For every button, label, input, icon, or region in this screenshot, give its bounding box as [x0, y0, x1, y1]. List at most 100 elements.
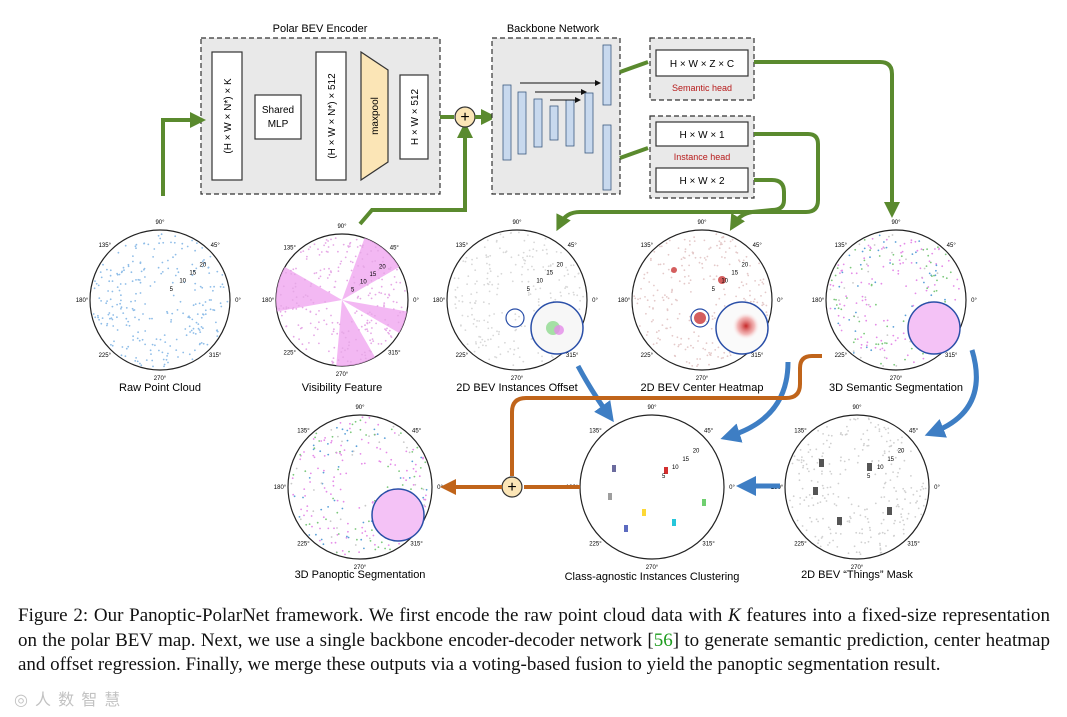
point	[308, 534, 311, 536]
point	[808, 494, 811, 496]
angle-label: 45°	[412, 428, 422, 434]
point	[153, 281, 156, 283]
point	[527, 280, 530, 283]
point	[921, 485, 923, 488]
point	[857, 505, 860, 508]
point	[324, 242, 327, 244]
point	[526, 255, 529, 258]
point	[668, 239, 671, 242]
point	[894, 519, 896, 522]
point	[813, 468, 816, 471]
point	[495, 241, 498, 243]
point	[899, 262, 902, 265]
semantic-head-to-seg-arrow	[754, 60, 900, 218]
point	[653, 284, 655, 287]
point	[323, 268, 326, 270]
point	[389, 266, 392, 269]
point	[840, 281, 843, 284]
instance-cluster	[672, 519, 676, 526]
point	[363, 266, 365, 269]
point	[685, 361, 688, 363]
point	[929, 261, 932, 264]
point	[303, 514, 305, 517]
point	[817, 539, 820, 542]
point	[874, 426, 877, 428]
point	[945, 277, 948, 280]
point	[413, 475, 416, 478]
point	[863, 442, 865, 445]
point	[880, 282, 883, 285]
point	[874, 473, 877, 476]
point	[891, 234, 894, 236]
point	[807, 451, 810, 453]
point	[688, 254, 691, 257]
point	[163, 365, 165, 368]
point	[100, 300, 102, 302]
point	[829, 442, 832, 445]
point	[373, 428, 376, 431]
point	[731, 238, 734, 241]
point	[320, 440, 323, 442]
point	[892, 269, 894, 272]
point	[860, 541, 863, 544]
point	[874, 281, 877, 284]
point	[387, 296, 389, 299]
caption-citation-link[interactable]: 56	[653, 629, 673, 651]
point	[542, 266, 545, 268]
point	[914, 292, 917, 295]
point	[839, 272, 841, 274]
point	[346, 429, 349, 432]
point	[489, 270, 492, 273]
point	[386, 486, 389, 488]
point	[709, 275, 712, 277]
point	[745, 283, 748, 285]
point	[864, 515, 867, 518]
point	[497, 346, 500, 348]
point	[298, 338, 300, 341]
point	[330, 440, 333, 442]
point	[796, 458, 799, 461]
point	[901, 250, 904, 253]
point	[846, 297, 848, 299]
point	[125, 347, 128, 350]
point	[299, 453, 302, 456]
point	[880, 551, 883, 554]
point	[475, 342, 477, 345]
point	[132, 309, 135, 312]
point	[378, 460, 381, 462]
point	[560, 295, 562, 297]
point	[848, 458, 850, 461]
point	[882, 486, 885, 489]
angle-label: 45°	[390, 246, 400, 252]
point	[878, 255, 881, 257]
point	[877, 424, 880, 426]
point	[383, 305, 385, 308]
point	[933, 290, 936, 293]
point	[578, 286, 581, 289]
point	[341, 440, 343, 443]
point	[661, 296, 664, 299]
thing-blob	[813, 487, 818, 495]
point	[300, 508, 302, 511]
point	[145, 359, 148, 361]
point	[662, 263, 665, 265]
point	[866, 429, 869, 432]
angle-label: 315°	[702, 542, 715, 548]
point	[424, 505, 427, 508]
point	[853, 545, 856, 548]
point	[162, 241, 165, 244]
point	[848, 254, 851, 257]
point	[308, 342, 310, 344]
instance-head-to-offset-arrow	[556, 132, 820, 232]
ring-label: 20	[741, 263, 748, 269]
point	[368, 321, 371, 324]
point	[384, 547, 386, 550]
point	[106, 268, 108, 271]
point	[907, 512, 910, 515]
point	[820, 537, 823, 539]
point	[140, 364, 143, 367]
instance-cluster	[624, 525, 628, 532]
point	[659, 245, 661, 248]
point	[886, 325, 889, 328]
angle-label: 0°	[413, 298, 419, 304]
